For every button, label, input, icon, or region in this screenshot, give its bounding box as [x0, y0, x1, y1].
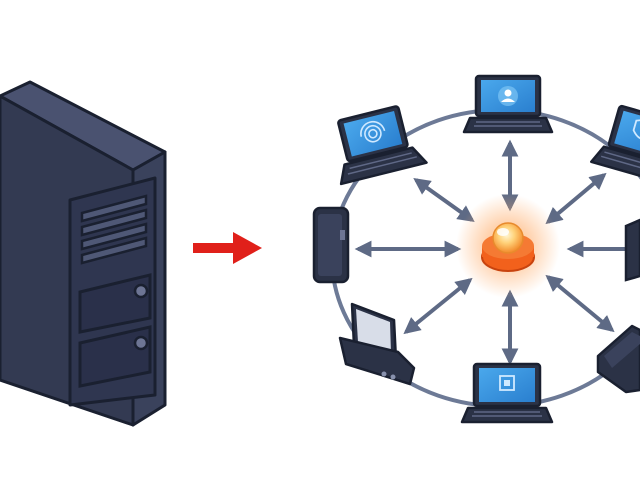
- arrow-to-top-right: [545, 172, 607, 225]
- arrow-to-bottom-right: [545, 274, 615, 333]
- device-right-cropped: [624, 218, 640, 282]
- laptop-top-left: [337, 105, 428, 186]
- arrow-to-bottom-left: [403, 277, 473, 335]
- drive-bay-2: [78, 325, 152, 388]
- app-square-icon: [499, 375, 515, 391]
- device-bottom-right-cropped: [596, 324, 640, 394]
- arrow-to-top-left: [413, 178, 475, 222]
- docked-tablet-bottom-left: [338, 302, 416, 386]
- laptop-bottom: [460, 362, 554, 424]
- connection-arrows: [354, 139, 640, 366]
- vent-slots: [80, 194, 148, 265]
- drive-bay-1: [78, 273, 152, 334]
- user-icon: [498, 86, 518, 106]
- hub-node-icon: [456, 194, 560, 298]
- server-tower-icon: [0, 80, 167, 427]
- phone-left: [312, 206, 350, 284]
- laptop-top: [462, 74, 554, 134]
- transition-arrow-icon: [193, 232, 262, 264]
- fingerprint-icon: [360, 120, 386, 143]
- shield-icon: [632, 118, 640, 140]
- laptop-top-right: [590, 104, 640, 187]
